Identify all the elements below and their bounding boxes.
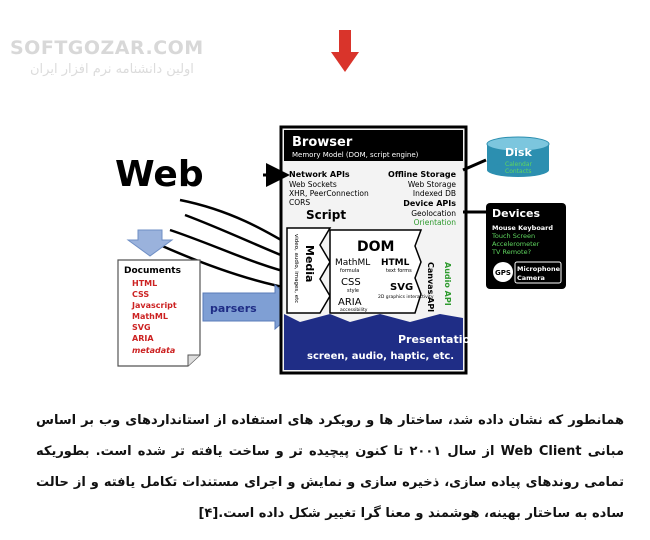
devices-panel: Devices Mouse Keyboard Touch Screen Acce… (486, 203, 566, 289)
watermark-tagline: اولین دانشنامه نرم افزار ایران (30, 62, 194, 77)
disk-cylinder: Disk Calendar Contacts (486, 136, 550, 177)
docs-arrow-icon (126, 229, 174, 257)
presentation-panel (284, 314, 463, 370)
dom-html-sub: text forms (386, 268, 412, 274)
dom-svg-sub: 2D graphics interactivity (378, 294, 434, 300)
external-connectors (263, 158, 487, 214)
doc-item-metadata: metadata (132, 346, 175, 355)
disk-title: Disk (505, 146, 532, 159)
network-apis-title: Network APIs (289, 170, 350, 179)
dom-aria: ARIA (338, 297, 362, 308)
dom-mathml-sub: formula (340, 268, 359, 274)
doc-item-css: CSS (132, 290, 149, 299)
devices-microphone: Microphone (517, 265, 561, 273)
parsers-label: parsers (210, 302, 257, 315)
documents-title: Documents (124, 266, 181, 276)
dom-html: HTML (381, 258, 410, 268)
devices-accelerometer: Accelerometer (492, 240, 540, 248)
media-sublabel: video, audio, images, etc (293, 234, 299, 303)
media-panel (286, 227, 332, 314)
devices-gps: GPS (495, 269, 511, 277)
presentation-title: Presentation (398, 333, 478, 346)
devices-camera: Camera (517, 274, 545, 282)
devices-mouse-keyboard: Mouse Keyboard (492, 224, 553, 232)
dom-css-sub: style (347, 288, 359, 294)
dom-css: CSS (341, 277, 361, 288)
devices-title: Devices (492, 207, 541, 220)
browser-subtitle: Memory Model (DOM, script engine) (292, 151, 419, 159)
dom-svg: SVG (390, 282, 413, 293)
offline-item-indexeddb: Indexed DB (413, 189, 456, 198)
browser-box: Browser Memory Model (DOM, script engine… (279, 125, 478, 375)
device-apis-title: Device APIs (403, 199, 456, 208)
device-item-orientation: Orientation (414, 218, 457, 227)
presentation-sub: screen, audio, haptic, etc. (307, 351, 454, 362)
script-label: Script (306, 208, 346, 222)
devices-tvremote: TV Remote? (491, 248, 531, 256)
network-item-xhr: XHR, PeerConnection (289, 189, 369, 198)
documents-panel: Documents HTML CSS Javascript MathML SVG… (117, 259, 201, 367)
offline-storage-title: Offline Storage (388, 170, 457, 179)
network-item-cors: CORS (289, 198, 310, 207)
network-item-websockets: Web Sockets (289, 180, 337, 189)
dom-aria-sub: accessibility (340, 307, 368, 313)
dom-title: DOM (357, 239, 394, 255)
doc-item-html: HTML (132, 279, 157, 288)
dom-panel (329, 229, 423, 314)
doc-item-javascript: Javascript (131, 301, 177, 310)
down-arrow-icon (331, 30, 359, 72)
doc-item-mathml: MathML (132, 312, 168, 321)
web-label: Web (115, 154, 204, 195)
watermark-brand: SOFTGOZAR.COM (10, 37, 204, 59)
canvas-api-label: Canvas API (426, 262, 435, 312)
architecture-diagram: Web Documents HTML CSS Javascript MathML… (115, 125, 566, 375)
dom-mathml: MathML (335, 258, 370, 268)
disk-item-contacts: Contacts (505, 168, 531, 175)
media-label: Media (303, 245, 316, 282)
audio-api-label: Audio API (443, 262, 452, 306)
disk-item-calendar: Calendar (505, 161, 533, 168)
devices-touchscreen: Touch Screen (491, 232, 535, 240)
parsers-arrow: parsers (202, 283, 301, 331)
browser-title: Browser (292, 135, 353, 150)
doc-item-svg: SVG (132, 323, 151, 332)
offline-item-webstorage: Web Storage (408, 180, 456, 189)
body-paragraph: همانطور که نشان داده شد، ساختار ها و روی… (36, 413, 625, 521)
device-item-geolocation: Geolocation (411, 209, 456, 218)
doc-item-aria: ARIA (132, 334, 154, 343)
